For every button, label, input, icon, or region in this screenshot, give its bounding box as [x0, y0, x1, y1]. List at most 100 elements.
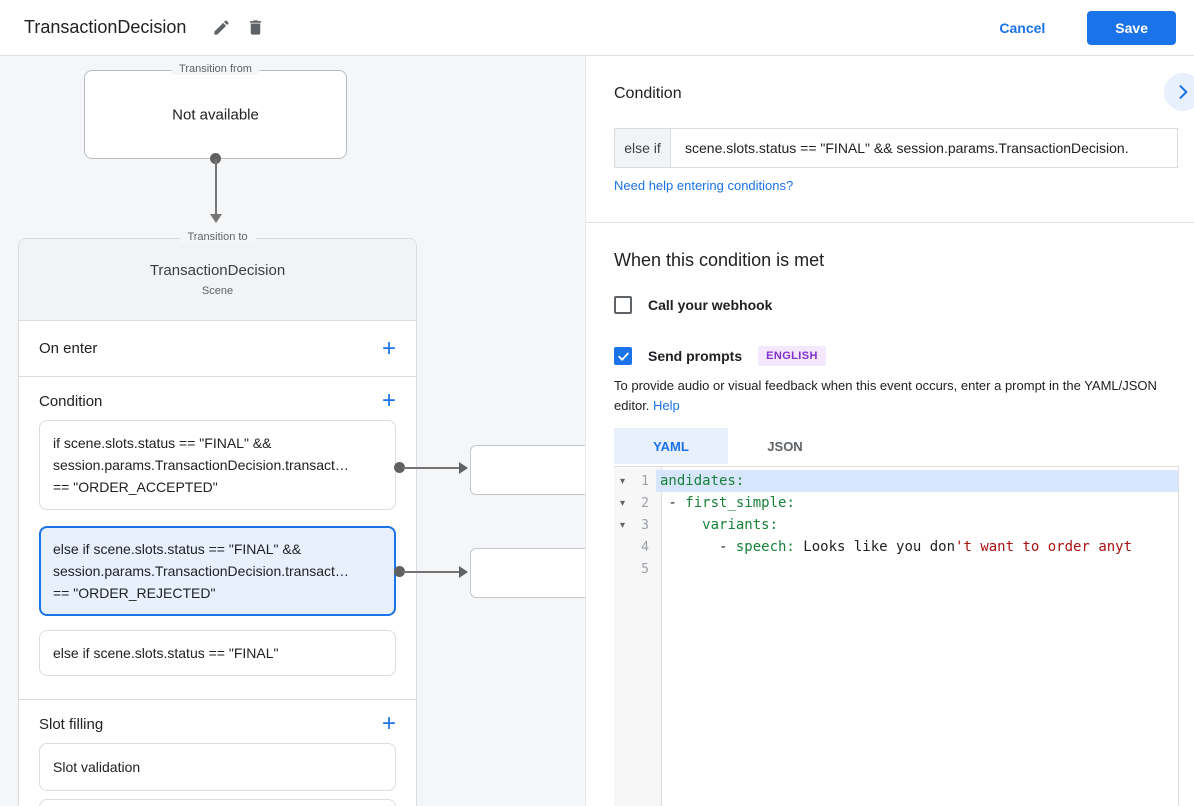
webhook-row: Call your webhook	[614, 296, 772, 314]
condition-card-text: else if scene.slots.status == "FINAL"	[53, 645, 279, 661]
transition-to-legend: Transition to	[179, 231, 256, 243]
pencil-icon	[214, 20, 229, 35]
webhook-label: Call your webhook	[648, 297, 773, 313]
on-enter-section[interactable]: On enter +	[19, 321, 416, 377]
prompt-description: To provide audio or visual feedback when…	[614, 376, 1172, 416]
code-lines: ▾ 1 andidates: ▾ 2 - first_simple: ▾ 3 variant…	[614, 467, 1178, 580]
check-icon	[617, 352, 629, 361]
save-button[interactable]: Save	[1087, 10, 1176, 45]
chevron-right-icon	[1179, 85, 1188, 99]
code-token: -	[660, 539, 736, 555]
flow-canvas: Transition from Not available Transition…	[0, 56, 585, 806]
condition-card-text: == "ORDER_REJECTED"	[53, 585, 216, 601]
code-token: -	[660, 495, 686, 511]
condition-label: Condition	[39, 392, 103, 410]
condition-1-connector	[403, 467, 459, 469]
fold-arrow-icon[interactable]: ▾	[619, 519, 626, 531]
condition-card[interactable]: else if scene.slots.status == "FINAL" &&…	[39, 526, 396, 616]
slot-card-partial[interactable]	[39, 799, 396, 806]
edit-button[interactable]	[204, 11, 238, 45]
line-number: 2	[641, 495, 649, 511]
line-number: 4	[641, 539, 649, 555]
condition-card-text: if scene.slots.status == "FINAL" &&	[53, 435, 272, 451]
panel-divider	[586, 222, 1194, 223]
slot-filling-section-header: Slot filling +	[19, 700, 416, 743]
page-title: TransactionDecision	[24, 17, 187, 37]
top-bar: TransactionDecision Cancel Save	[0, 0, 1194, 56]
language-badge: ENGLISH	[758, 346, 826, 366]
code-text	[656, 558, 1178, 580]
when-condition-title: When this condition is met	[614, 250, 825, 270]
arrow-right-icon	[459, 566, 468, 578]
code-text: variants:	[656, 514, 1178, 536]
condition-card[interactable]: else if scene.slots.status == "FINAL"	[39, 630, 396, 676]
tab-json[interactable]: JSON	[767, 438, 803, 454]
fold-arrow-icon[interactable]: ▾	[619, 475, 626, 487]
code-token: Looks like you don	[794, 539, 956, 555]
condition-card[interactable]: if scene.slots.status == "FINAL" && sessi…	[39, 420, 396, 510]
condition-help-link[interactable]: Need help entering conditions?	[614, 178, 794, 193]
code-line[interactable]: 5	[614, 558, 1178, 580]
connector-dot	[210, 153, 221, 164]
code-text: - first_simple:	[656, 492, 1178, 514]
slot-card[interactable]: Slot validation	[39, 743, 396, 791]
arrow-right-icon	[459, 462, 468, 474]
tab-yaml[interactable]: YAML	[614, 428, 728, 464]
transition-target-box-2[interactable]	[470, 548, 585, 598]
code-token: speech:	[735, 539, 795, 555]
condition-card-text: session.params.TransactionDecision.trans…	[53, 457, 349, 473]
transition-target-box-1[interactable]	[470, 445, 585, 495]
code-line[interactable]: ▾ 2 - first_simple:	[614, 492, 1178, 514]
code-line[interactable]: ▾ 1 andidates:	[614, 470, 1178, 492]
line-number: 1	[641, 473, 649, 489]
arrow-down-icon	[210, 214, 222, 223]
condition-detail-panel: Condition else if Need help entering con…	[585, 56, 1194, 806]
transition-from-text: Not available	[172, 106, 259, 123]
code-line[interactable]: 4 - speech: Looks like you don't want to…	[614, 536, 1178, 558]
condition-expression-row: else if	[614, 128, 1178, 168]
slot-filling-label: Slot filling	[39, 715, 104, 733]
code-text: andidates:	[656, 470, 1178, 492]
send-prompts-checkbox[interactable]	[614, 347, 632, 365]
code-token: variants:	[702, 517, 779, 533]
cancel-button[interactable]: Cancel	[983, 12, 1061, 44]
code-text: - speech: Looks like you don't want to o…	[656, 536, 1178, 558]
fold-arrow-icon[interactable]: ▾	[619, 497, 626, 509]
trash-icon	[249, 20, 261, 35]
prompt-description-text: To provide audio or visual feedback when…	[614, 378, 1157, 413]
add-condition-icon[interactable]: +	[381, 387, 396, 414]
scene-title: TransactionDecision	[149, 262, 286, 279]
editor-tabs: YAML JSON	[614, 428, 842, 464]
code-line[interactable]: ▾ 3 variants:	[614, 514, 1178, 536]
line-number: 5	[641, 561, 649, 577]
condition-card-text: session.params.TransactionDecision.trans…	[53, 563, 349, 579]
scene-header: TransactionDecision Scene	[19, 239, 416, 321]
code-token: andidates:	[660, 473, 745, 489]
send-prompts-label: Send prompts	[648, 348, 743, 364]
yaml-editor[interactable]: ▾ 1 andidates: ▾ 2 - first_simple: ▾ 3 variant…	[614, 466, 1179, 806]
delete-button[interactable]	[238, 11, 272, 45]
collapse-panel-button[interactable]	[1164, 73, 1194, 111]
condition-2-connector	[403, 571, 459, 573]
transition-from-legend: Transition from	[171, 63, 260, 75]
line-number: 3	[641, 517, 649, 533]
condition-card-text: == "ORDER_ACCEPTED"	[53, 479, 218, 495]
panel-title: Condition	[614, 85, 682, 102]
condition-2-port	[394, 566, 405, 577]
condition-expression-input[interactable]	[670, 128, 1178, 168]
scene-card: Transition to TransactionDecision Scene …	[18, 231, 417, 806]
webhook-checkbox[interactable]	[614, 296, 632, 314]
add-on-enter-icon[interactable]: +	[381, 334, 396, 362]
on-enter-label: On enter	[39, 340, 98, 357]
condition-card-text: else if scene.slots.status == "FINAL" &&	[53, 541, 302, 557]
code-token: first_simple:	[685, 495, 795, 511]
slot-cards: Slot validation	[19, 743, 416, 806]
send-prompts-row: Send prompts ENGLISH	[614, 346, 826, 366]
condition-cards: if scene.slots.status == "FINAL" && sessi…	[19, 420, 416, 700]
help-link[interactable]: Help	[653, 398, 680, 413]
transition-from-box: Transition from Not available	[84, 63, 347, 159]
condition-1-port	[394, 462, 405, 473]
editor-gutter	[614, 467, 662, 806]
add-slot-icon[interactable]: +	[381, 710, 396, 737]
